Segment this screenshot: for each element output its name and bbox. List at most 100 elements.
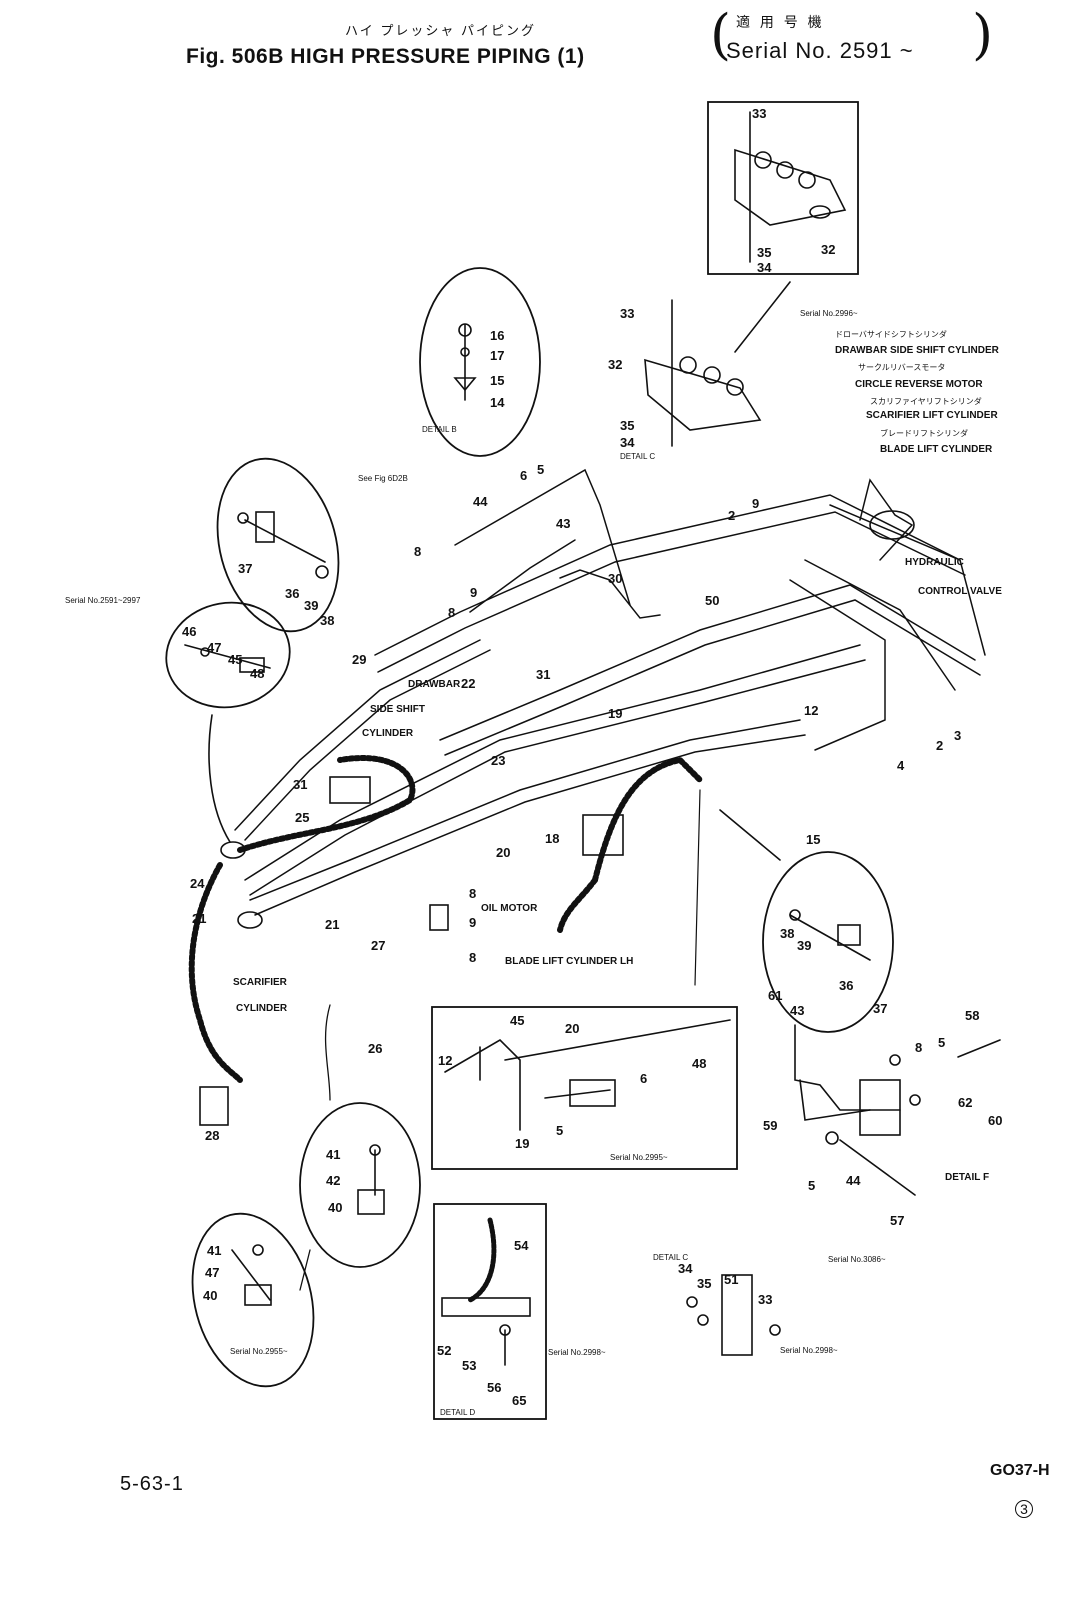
- svg-text:15: 15: [490, 373, 504, 388]
- svg-text:4: 4: [897, 758, 905, 773]
- leader-line-right: [719, 809, 781, 861]
- right-paren-glyph: ): [972, 3, 994, 66]
- svg-text:5: 5: [556, 1123, 563, 1138]
- svg-text:CONTROL VALVE: CONTROL VALVE: [918, 586, 1002, 597]
- svg-text:40: 40: [203, 1288, 217, 1303]
- bracket-28: [199, 1086, 229, 1126]
- svg-text:30: 30: [608, 571, 622, 586]
- detail-leader-arrow: [734, 281, 791, 353]
- svg-text:35: 35: [620, 418, 634, 433]
- svg-text:ドローバサイドシフトシリンダ: ドローバサイドシフトシリンダ: [835, 329, 947, 339]
- svg-text:OIL MOTOR: OIL MOTOR: [481, 903, 538, 914]
- svg-text:41: 41: [207, 1243, 221, 1258]
- svg-text:14: 14: [490, 395, 505, 410]
- svg-text:24: 24: [190, 876, 205, 891]
- svg-text:5: 5: [808, 1178, 815, 1193]
- detail-oval-bottom: [191, 1212, 315, 1388]
- svg-text:DRAWBAR: DRAWBAR: [408, 679, 461, 690]
- svg-text:Serial No.2998~: Serial No.2998~: [548, 1348, 606, 1357]
- svg-text:ブレードリフトシリンダ: ブレードリフトシリンダ: [880, 428, 968, 438]
- leader-curve-1: [208, 714, 231, 843]
- serial-japanese: 適 用 号 機: [736, 14, 825, 30]
- detail-box-bottom: [433, 1203, 547, 1420]
- svg-text:19: 19: [515, 1136, 529, 1151]
- svg-text:47: 47: [205, 1265, 219, 1280]
- svg-text:8: 8: [915, 1040, 922, 1055]
- svg-text:21: 21: [325, 917, 339, 932]
- svg-text:DETAIL C: DETAIL C: [653, 1253, 688, 1262]
- svg-text:41: 41: [326, 1147, 340, 1162]
- serial-range-box: ( 適 用 号 機 Serial No. 2591 ~ ): [710, 6, 1000, 70]
- svg-text:45: 45: [510, 1013, 524, 1028]
- svg-text:43: 43: [556, 516, 570, 531]
- svg-text:27: 27: [371, 938, 385, 953]
- detail-oval-40-42: [299, 1102, 421, 1268]
- svg-text:DETAIL D: DETAIL D: [440, 1408, 475, 1417]
- svg-text:33: 33: [758, 1292, 772, 1307]
- svg-text:34: 34: [620, 435, 635, 450]
- svg-text:19: 19: [608, 706, 622, 721]
- svg-text:39: 39: [797, 938, 811, 953]
- svg-text:Serial No.2955~: Serial No.2955~: [230, 1347, 288, 1356]
- detail-oval-fittings: [419, 267, 541, 457]
- svg-text:Serial No.2998~: Serial No.2998~: [780, 1346, 838, 1355]
- svg-text:38: 38: [780, 926, 794, 941]
- svg-text:46: 46: [182, 624, 196, 639]
- svg-text:53: 53: [462, 1358, 476, 1373]
- svg-text:26: 26: [368, 1041, 382, 1056]
- svg-text:62: 62: [958, 1095, 972, 1110]
- svg-text:8: 8: [414, 544, 421, 559]
- svg-text:45: 45: [228, 652, 242, 667]
- svg-text:48: 48: [250, 666, 264, 681]
- svg-text:8: 8: [469, 950, 476, 965]
- svg-text:38: 38: [320, 613, 334, 628]
- svg-text:SCARIFIER LIFT CYLINDER: SCARIFIER LIFT CYLINDER: [866, 410, 998, 421]
- svg-text:CYLINDER: CYLINDER: [362, 728, 414, 739]
- svg-text:44: 44: [846, 1173, 861, 1188]
- svg-text:32: 32: [608, 357, 622, 372]
- detail-top-assembly: [734, 111, 847, 263]
- svg-text:Serial No.2995~: Serial No.2995~: [610, 1153, 668, 1162]
- svg-text:51: 51: [724, 1272, 738, 1287]
- svg-text:54: 54: [514, 1238, 529, 1253]
- part-32-top: 32: [821, 242, 835, 257]
- svg-text:CIRCLE REVERSE MOTOR: CIRCLE REVERSE MOTOR: [855, 379, 983, 390]
- svg-text:20: 20: [496, 845, 510, 860]
- svg-text:DETAIL C: DETAIL C: [620, 452, 655, 461]
- header: ハイ プレッシャ パイピング Fig. 506B HIGH PRESSURE P…: [0, 0, 1090, 90]
- left-paren-glyph: (: [710, 3, 732, 66]
- svg-text:SCARIFIER: SCARIFIER: [233, 977, 288, 988]
- svg-text:Serial No.3086~: Serial No.3086~: [828, 1255, 886, 1264]
- svg-text:37: 37: [238, 561, 252, 576]
- hose-18: [592, 756, 703, 883]
- svg-text:36: 36: [839, 978, 853, 993]
- svg-text:50: 50: [705, 593, 719, 608]
- detail-c-assembly: [686, 1274, 781, 1356]
- main-piping: [234, 468, 986, 916]
- svg-text:CYLINDER: CYLINDER: [236, 1003, 288, 1014]
- svg-text:60: 60: [988, 1113, 1002, 1128]
- drawbar-side-shift-label: DRAWBAR SIDE SHIFT CYLINDER: [835, 345, 1000, 356]
- cylinder-31: [329, 776, 371, 804]
- svg-text:40: 40: [328, 1200, 342, 1215]
- svg-text:Serial No.2996~: Serial No.2996~: [800, 309, 858, 318]
- bracket-18: [582, 814, 624, 856]
- svg-text:スカリファイヤリフトシリンダ: スカリファイヤリフトシリンダ: [870, 396, 982, 406]
- svg-text:47: 47: [207, 640, 221, 655]
- svg-text:33: 33: [620, 306, 634, 321]
- svg-text:31: 31: [536, 667, 550, 682]
- page-number: 5-63-1: [120, 1473, 184, 1495]
- svg-text:6: 6: [640, 1071, 647, 1086]
- fitting-stack: [453, 323, 477, 401]
- svg-text:6: 6: [520, 468, 527, 483]
- svg-text:42: 42: [326, 1173, 340, 1188]
- svg-text:12: 12: [804, 703, 818, 718]
- svg-text:See Fig 6D2B: See Fig 6D2B: [358, 474, 408, 483]
- hose-28: [188, 862, 243, 1083]
- figure-title: Fig. 506B HIGH PRESSURE PIPING (1): [186, 45, 585, 68]
- hose-25: [237, 755, 416, 853]
- svg-text:65: 65: [512, 1393, 526, 1408]
- svg-text:58: 58: [965, 1008, 979, 1023]
- svg-text:31: 31: [293, 777, 307, 792]
